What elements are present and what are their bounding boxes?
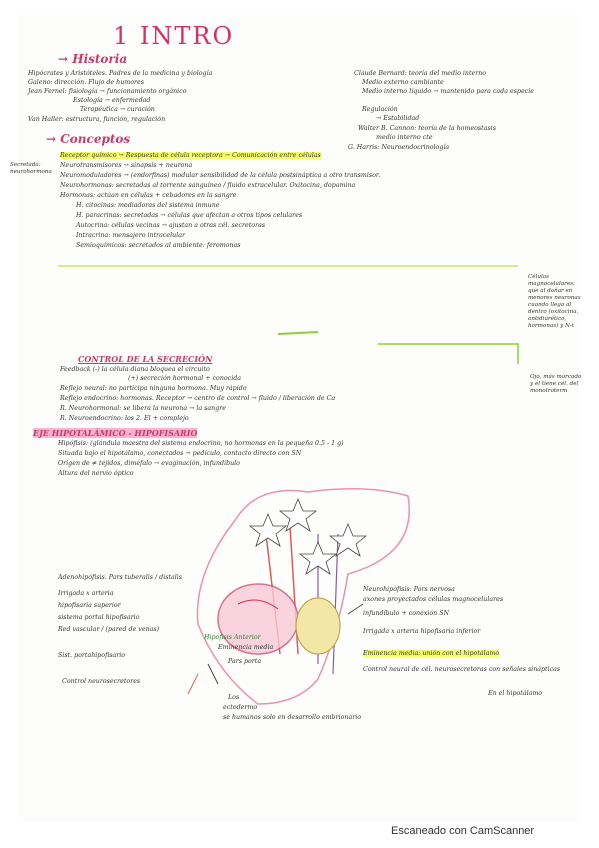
concepto-line: Neurohormonas: secretadas al torrente sa… (60, 182, 356, 189)
control-line: R. Neuroendocrino: los 2. El + complejo (60, 415, 189, 422)
concepto-line: Neuromoduladores → (endorfinas) modular … (60, 172, 381, 179)
label-capilar: Red vascular / (pared de venas) (58, 626, 160, 633)
concepto-line: Receptor químico → Respuesta de célula r… (60, 152, 321, 159)
concepto-line: Neurotransmisores → sinapsis + neurona (60, 162, 193, 169)
notebook-page: 1 INTRO → Historia Hipócrates y Aristóte… (10, 14, 581, 822)
concepto-line: Hormonas: actúan en células + cebadores … (60, 192, 237, 199)
historia-right-line: Claude Bernard: teoría del medio interno (354, 70, 487, 77)
section-control: CONTROL DE LA SECRECIÓN (78, 354, 213, 364)
label-hipot: En el hipotálamo (488, 690, 543, 697)
control-line: R. Neurohormonal: se libera la neurona →… (60, 405, 226, 412)
page-title: 1 INTRO (113, 22, 235, 50)
hypophysis-diagram (58, 265, 519, 705)
label-hipofis: Hipófisis Anterior (204, 634, 261, 641)
historia-line: Jean Fernel: fisiología → funcionamiento… (28, 88, 187, 95)
historia-right-line: Medio interno líquido → mantenido para c… (362, 88, 534, 95)
historia-line: Van Haller: estructura, función, regulac… (28, 116, 166, 123)
label-pars: Pars porta (228, 658, 262, 665)
historia-right-line: Medio externo cambiante (362, 79, 444, 86)
concepto-line: Autocrina: células vecinas → ajustan a o… (76, 222, 266, 229)
historia-right-line: Walter B. Cannon: teoría de la homeostas… (358, 125, 496, 132)
scanner-watermark: Escaneado con CamScanner (391, 825, 535, 837)
label-interna: sistema portal hipofisario (58, 614, 140, 621)
historia-line: Estología → enfermedad (73, 97, 151, 104)
control-line: (+) secreción hormonal + conocida (128, 375, 242, 382)
label-irrig2: Irrigada x arteria hipofisaria inferior (363, 628, 481, 635)
historia-right-line: medio interno cte (376, 134, 433, 141)
label-eminencia: Eminencia media: unión con el hipotálamo (363, 650, 500, 657)
eje-line: Altura del nervio óptico (58, 470, 134, 477)
historia-line: Terapéutica → curación (80, 106, 155, 113)
label-control2: Control neural de cél. neurosecretoras c… (363, 666, 561, 673)
concepto-line: H. paracrinas: secretadas → células que … (76, 212, 303, 219)
concepto-line: Semioquímicos: secretados al ambiente: f… (76, 242, 241, 249)
control-line: Reflejo endocrino: hormonas. Receptor → … (60, 395, 336, 402)
historia-line: Galeno: dirección. Flujo de humores (28, 79, 144, 86)
label-irrigada: Irrigada x arteria (58, 590, 114, 597)
historia-line: Hipócrates y Aristóteles. Padres de la m… (28, 70, 213, 77)
label-portal: hipofisaria superior (58, 602, 121, 609)
historia-right-line: Regulación (362, 106, 398, 113)
label-sist: Sist. portahipofisario (58, 652, 126, 659)
control-line: Feedback (-) la célula diana bloquea el … (60, 366, 210, 373)
concepto-line: H. citocinas: mediadoras del sistema inm… (76, 202, 220, 209)
section-historia: → Historia (58, 52, 128, 66)
label-control: Control neurosecretores (62, 678, 141, 685)
label-eminencia-s: Eminencia media (218, 644, 274, 651)
historia-right-line: G. Harris: Neuroendocrinología (348, 144, 450, 151)
label-ectoderm: ectodermo (223, 704, 258, 711)
section-eje: EJE HIPOTALÁMICO - HIPOFISARIO (33, 428, 198, 438)
label-adenohipofisis: Adenohipófisis. Pars tuberalis / distali… (58, 574, 182, 581)
label-infund: infundíbulo + conexión SN (363, 610, 450, 617)
label-neuro: Neurohipófisis: Pars nervosa (363, 586, 455, 593)
concepto-line: Intracrina: mensajero intracelular (76, 232, 186, 239)
historia-right-line: → Estabilidad (376, 115, 420, 122)
label-embrion: se humanos solo en desarrollo embrionari… (223, 714, 362, 721)
eje-line: Situada bajo el hipotálamo, conectados →… (58, 450, 302, 457)
label-axones: axones proyectados células magnocelulare… (363, 596, 504, 603)
margin-secreta: Secretada: neurohormona (10, 162, 52, 175)
section-conceptos: → Conceptos (46, 132, 131, 146)
eje-line: Hipófisis: (glándula maestra del sistema… (58, 440, 344, 447)
control-line: Reflejo neural: no participa ninguna hor… (60, 385, 247, 392)
label-los: Los (228, 694, 240, 701)
margin-ojo: Ojo, más marcado y él tiene cél. del mon… (530, 374, 582, 394)
eje-line: Origen de ≠ tejidos, diméfalo → evaginac… (58, 460, 240, 467)
margin-cells: Células magnocelulares: que al dañar en … (528, 274, 581, 329)
